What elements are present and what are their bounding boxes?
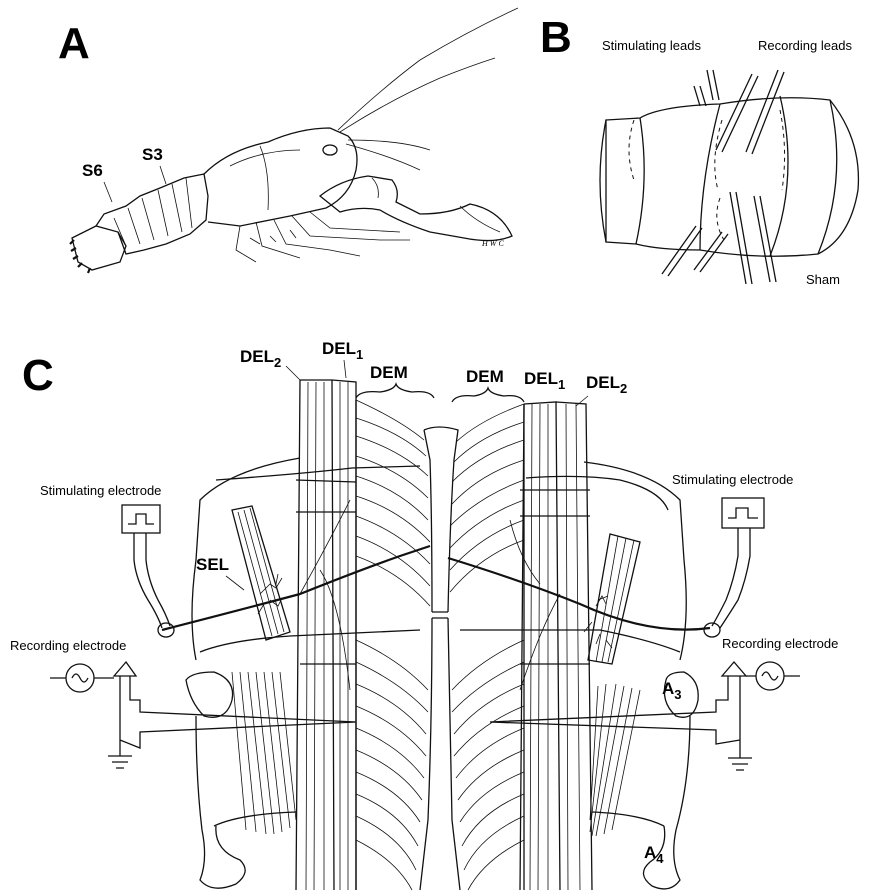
- label-del2-right: DEL2: [586, 373, 627, 396]
- label-rec-left: Recording electrode: [10, 638, 126, 653]
- label-del1-left: DEL1: [322, 339, 363, 362]
- panel-c: C DEL2 DEL1 DEM DEM DEL1 DEL2: [10, 339, 838, 890]
- label-stimulating-leads: Stimulating leads: [602, 38, 701, 53]
- label-dem-left: DEM: [370, 363, 408, 382]
- arrow-del2-left: [286, 366, 300, 380]
- abdominal-segment-outline: [186, 458, 698, 889]
- panel-b: B Stimulating leads Recording leads Sham: [540, 13, 858, 287]
- oscilloscope-right: [746, 662, 800, 690]
- stim-lead-left: [134, 533, 170, 628]
- amplifier-right: [722, 662, 746, 676]
- artist-signature: H W C: [481, 239, 504, 248]
- label-del1-right: DEL1: [524, 369, 565, 392]
- stim-lead-right: [712, 528, 750, 628]
- label-s6: S6: [82, 161, 103, 180]
- sel-muscle-right: [588, 534, 640, 664]
- panel-a: A S6 S3 H W C: [58, 8, 518, 273]
- oscilloscope-left: [50, 664, 114, 692]
- label-s3: S3: [142, 145, 163, 164]
- bracket-dem-left: [356, 384, 434, 398]
- abdomen-segment-drawing: [600, 70, 858, 284]
- lateral-muscle-left: [232, 672, 296, 834]
- label-a4: A4: [644, 843, 664, 866]
- dem-muscle-left: [356, 400, 430, 890]
- label-dem-right: DEM: [466, 367, 504, 386]
- panel-a-letter: A: [58, 19, 90, 68]
- arrow-s3: [160, 166, 166, 184]
- label-stim-right: Stimulating electrode: [672, 472, 793, 487]
- arrow-del1-left: [344, 360, 346, 378]
- nerve-right: [448, 558, 710, 630]
- label-rec-right: Recording electrode: [722, 636, 838, 651]
- stimulator-right: [722, 498, 764, 528]
- arrow-sel: [226, 576, 244, 590]
- ground-right: [728, 740, 752, 770]
- label-sel: SEL: [196, 555, 229, 574]
- ground-left: [108, 740, 132, 768]
- bracket-dem-right: [452, 388, 524, 402]
- arrow-s6: [104, 182, 112, 202]
- dem-muscle-right: [450, 404, 524, 890]
- crayfish-drawing: [70, 8, 518, 273]
- label-sham: Sham: [806, 272, 840, 287]
- label-stim-left: Stimulating electrode: [40, 483, 161, 498]
- del-muscle-right: [520, 402, 592, 890]
- stimulator-left: [122, 505, 160, 533]
- sel-muscle-left: [232, 506, 290, 640]
- label-recording-leads: Recording leads: [758, 38, 852, 53]
- label-del2-left: DEL2: [240, 347, 281, 370]
- lateral-muscle-right: [590, 684, 640, 836]
- panel-b-letter: B: [540, 13, 572, 62]
- amplifier-left: [114, 662, 136, 676]
- panel-c-letter: C: [22, 351, 54, 400]
